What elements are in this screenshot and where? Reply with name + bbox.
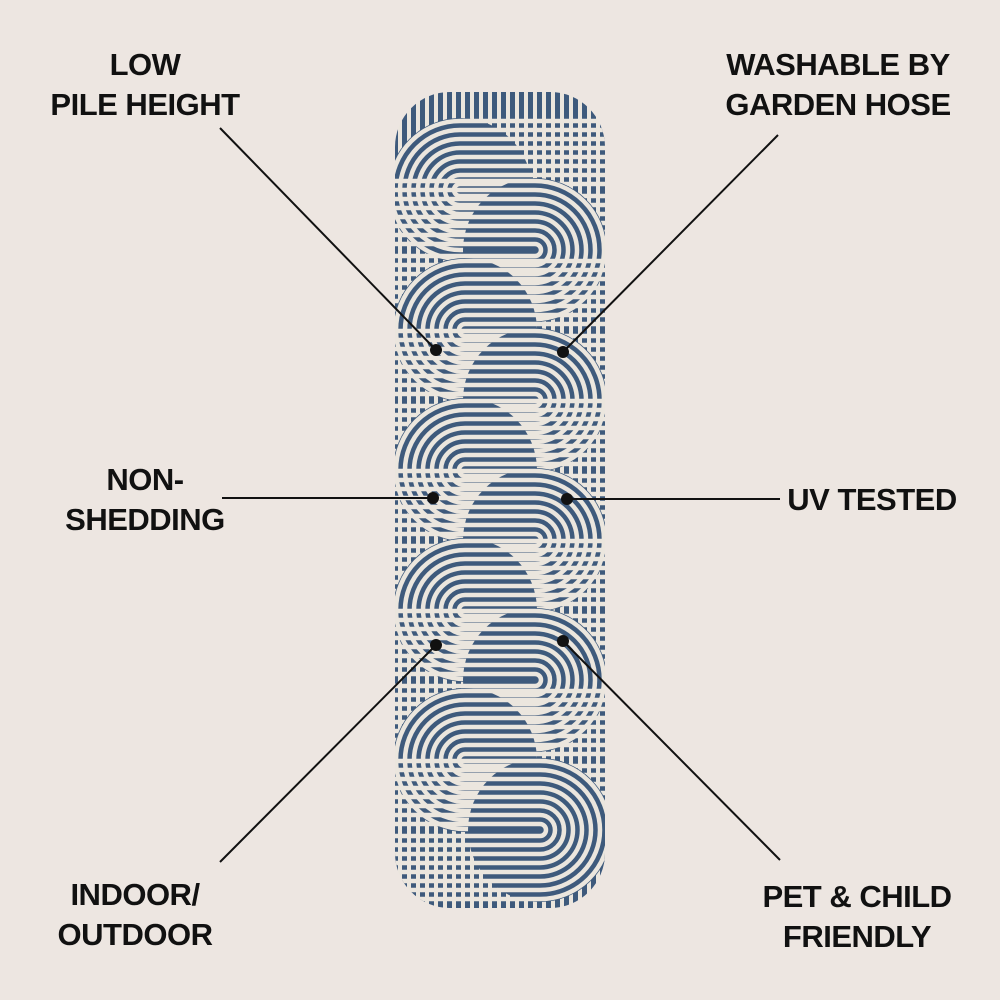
label-non-shedding: NON- SHEDDING: [0, 460, 295, 540]
rug-stripe: [395, 653, 562, 707]
rug-stripe: [395, 803, 567, 857]
callout-dot-washable-by-garden-hose: [557, 346, 569, 358]
rug-stripe: [395, 118, 605, 262]
callout-dot-uv-tested: [561, 493, 573, 505]
label-indoor-outdoor: INDOOR/ OUTDOOR: [0, 875, 285, 955]
rug-stripe: [395, 241, 544, 259]
label-low-pile-height: LOW PILE HEIGHT: [0, 45, 295, 125]
label-line: SHEDDING: [65, 502, 225, 537]
callout-dot-low-pile-height: [430, 344, 442, 356]
rug-loop: [395, 758, 605, 902]
label-line: PILE HEIGHT: [50, 87, 240, 122]
label-line: INDOOR/: [70, 877, 200, 912]
callout-line-indoor-outdoor: [219, 644, 437, 863]
callout-line-washable-by-garden-hose: [562, 134, 779, 353]
label-line: UV TESTED: [787, 482, 957, 517]
rug-stripe: [395, 767, 603, 893]
label-line: LOW: [109, 47, 181, 82]
rug-stripe: [395, 821, 549, 839]
rug-stripe: [395, 812, 558, 848]
label-uv-tested: UV TESTED: [722, 480, 1000, 520]
label-line: WASHABLE BY: [726, 47, 950, 82]
callout-line-low-pile-height: [219, 127, 437, 351]
callout-dot-indoor-outdoor: [430, 639, 442, 651]
label-line: FRIENDLY: [782, 919, 932, 954]
label-line: NON-: [106, 462, 184, 497]
rug-stripe: [395, 662, 553, 698]
label-line: OUTDOOR: [57, 917, 213, 952]
rug-stripe: [395, 232, 553, 268]
label-washable-by-garden-hose: WASHABLE BY GARDEN HOSE: [688, 45, 988, 125]
rug-stripe: [395, 776, 594, 884]
rug-runner-image: [395, 92, 605, 908]
rug-stripe: [395, 758, 605, 902]
label-line: PET & CHILD: [762, 879, 952, 914]
rug-stripe: [395, 794, 576, 866]
callout-dot-pet-child-friendly: [557, 635, 569, 647]
callout-line-pet-child-friendly: [562, 640, 781, 861]
rug-stripe: [395, 671, 544, 689]
rug-stripe: [395, 785, 585, 875]
label-pet-child-friendly: PET & CHILD FRIENDLY: [707, 877, 1000, 957]
callout-dot-non-shedding: [427, 492, 439, 504]
rug-stripe: [395, 223, 562, 277]
label-line: GARDEN HOSE: [725, 87, 951, 122]
